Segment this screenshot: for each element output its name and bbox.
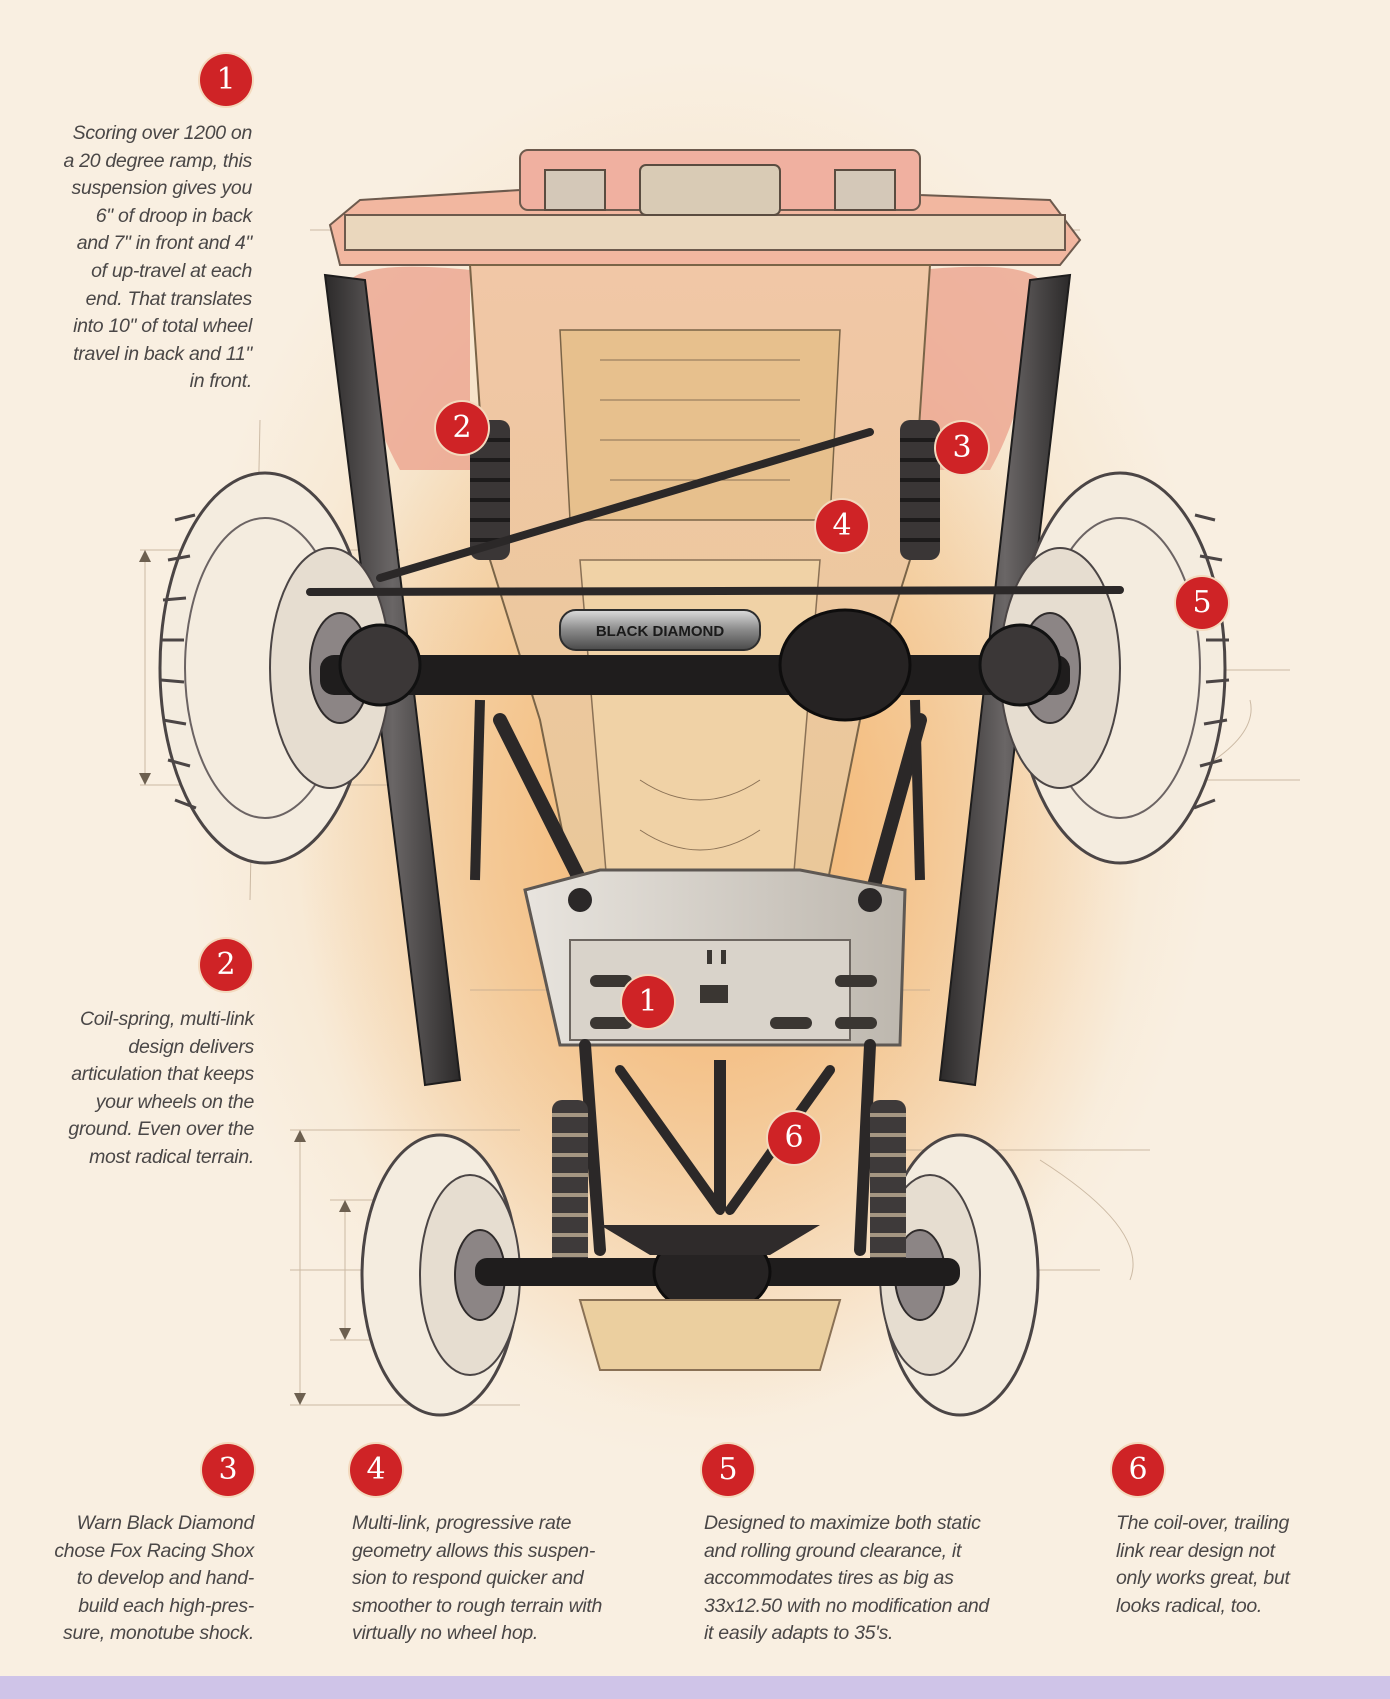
callout-5-text: Designed to maximize both static and rol… [704, 1512, 989, 1645]
callout-1-text: Scoring over 1200 on a 20 degree ramp, t… [63, 122, 252, 393]
callout-2-number: 2 [200, 939, 252, 991]
callout-6-number: 6 [1112, 1444, 1164, 1496]
callout-1-number: 1 [200, 54, 252, 106]
callout-3-text: Warn Black Diamond chose Fox Racing Shox… [54, 1512, 254, 1645]
marker-5: 5 [1176, 577, 1228, 629]
callout-3-number: 3 [202, 1444, 254, 1496]
callout-4-number: 4 [350, 1444, 402, 1496]
callout-4-text: Multi-link, progressive rate geometry al… [352, 1512, 603, 1645]
marker-1: 1 [622, 976, 674, 1028]
marker-6: 6 [768, 1112, 820, 1164]
marker-2: 2 [436, 402, 488, 454]
marker-4: 4 [816, 500, 868, 552]
callout-5-number: 5 [702, 1444, 754, 1496]
shock-brand-label: BLACK DIAMOND [596, 623, 724, 640]
scan-edge-band [0, 1676, 1390, 1699]
callout-2-text: Coil-spring, multi-link design delivers … [68, 1008, 254, 1168]
marker-3: 3 [936, 422, 988, 474]
callout-6-text: The coil-over, trailing link rear design… [1116, 1512, 1290, 1617]
